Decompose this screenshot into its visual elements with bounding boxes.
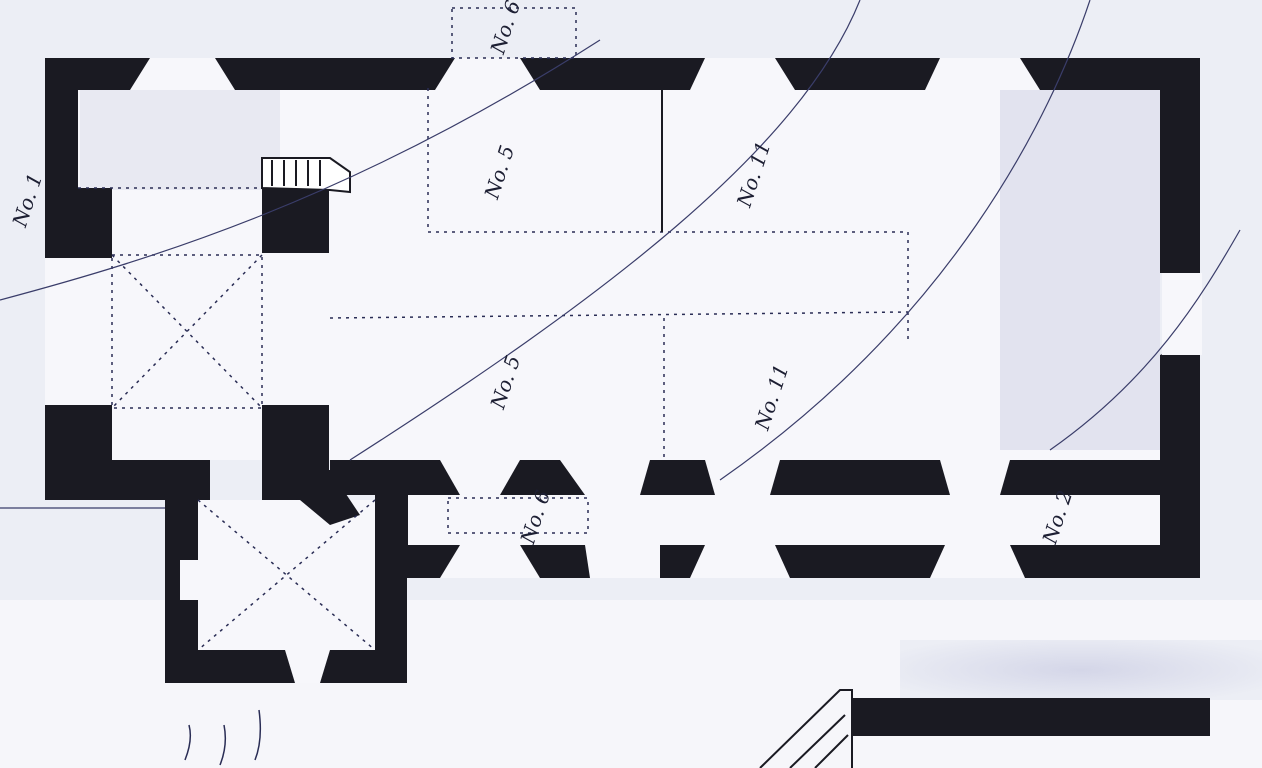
- shading-east: [1000, 90, 1160, 450]
- shading-west: [80, 90, 280, 190]
- stair-fragment: [759, 689, 853, 768]
- construction-arcs: [0, 0, 1241, 509]
- stair-icon: [261, 157, 351, 194]
- shade-area: [900, 640, 1262, 700]
- handwritten-notes: [184, 709, 262, 766]
- vault-lines: [78, 7, 909, 651]
- window-niches: [45, 58, 1202, 683]
